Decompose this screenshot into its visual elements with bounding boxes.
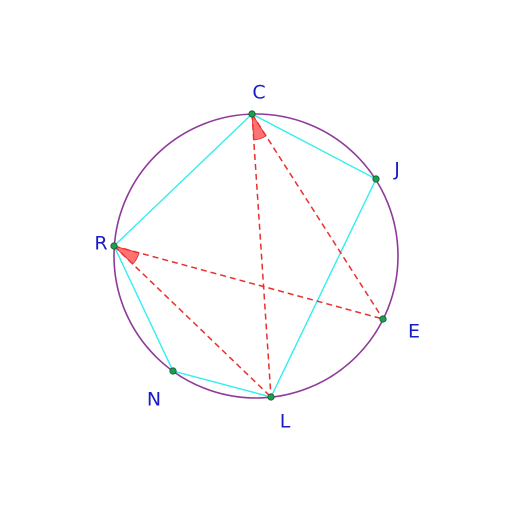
point-labels: C J R E N L <box>94 82 420 433</box>
dashed-segments <box>113 113 384 398</box>
point-E <box>379 315 387 323</box>
point-L <box>267 393 275 401</box>
point-C <box>248 110 256 118</box>
circumcircle <box>113 113 399 399</box>
segment-CE <box>251 113 384 320</box>
point-N <box>169 367 177 375</box>
segment-RL <box>113 245 272 398</box>
point-label-J: J <box>393 159 400 181</box>
segment-CL <box>251 113 272 398</box>
marked-angles <box>113 113 267 265</box>
segment-RE <box>113 245 384 320</box>
point-J <box>372 175 380 183</box>
point-label-L: L <box>280 411 291 433</box>
point-R <box>110 242 118 250</box>
points <box>110 110 387 401</box>
point-label-N: N <box>147 389 161 411</box>
point-label-R: R <box>94 233 107 255</box>
point-label-E: E <box>408 321 420 343</box>
polygon-cjlnr <box>113 113 377 398</box>
point-label-C: C <box>252 82 265 104</box>
